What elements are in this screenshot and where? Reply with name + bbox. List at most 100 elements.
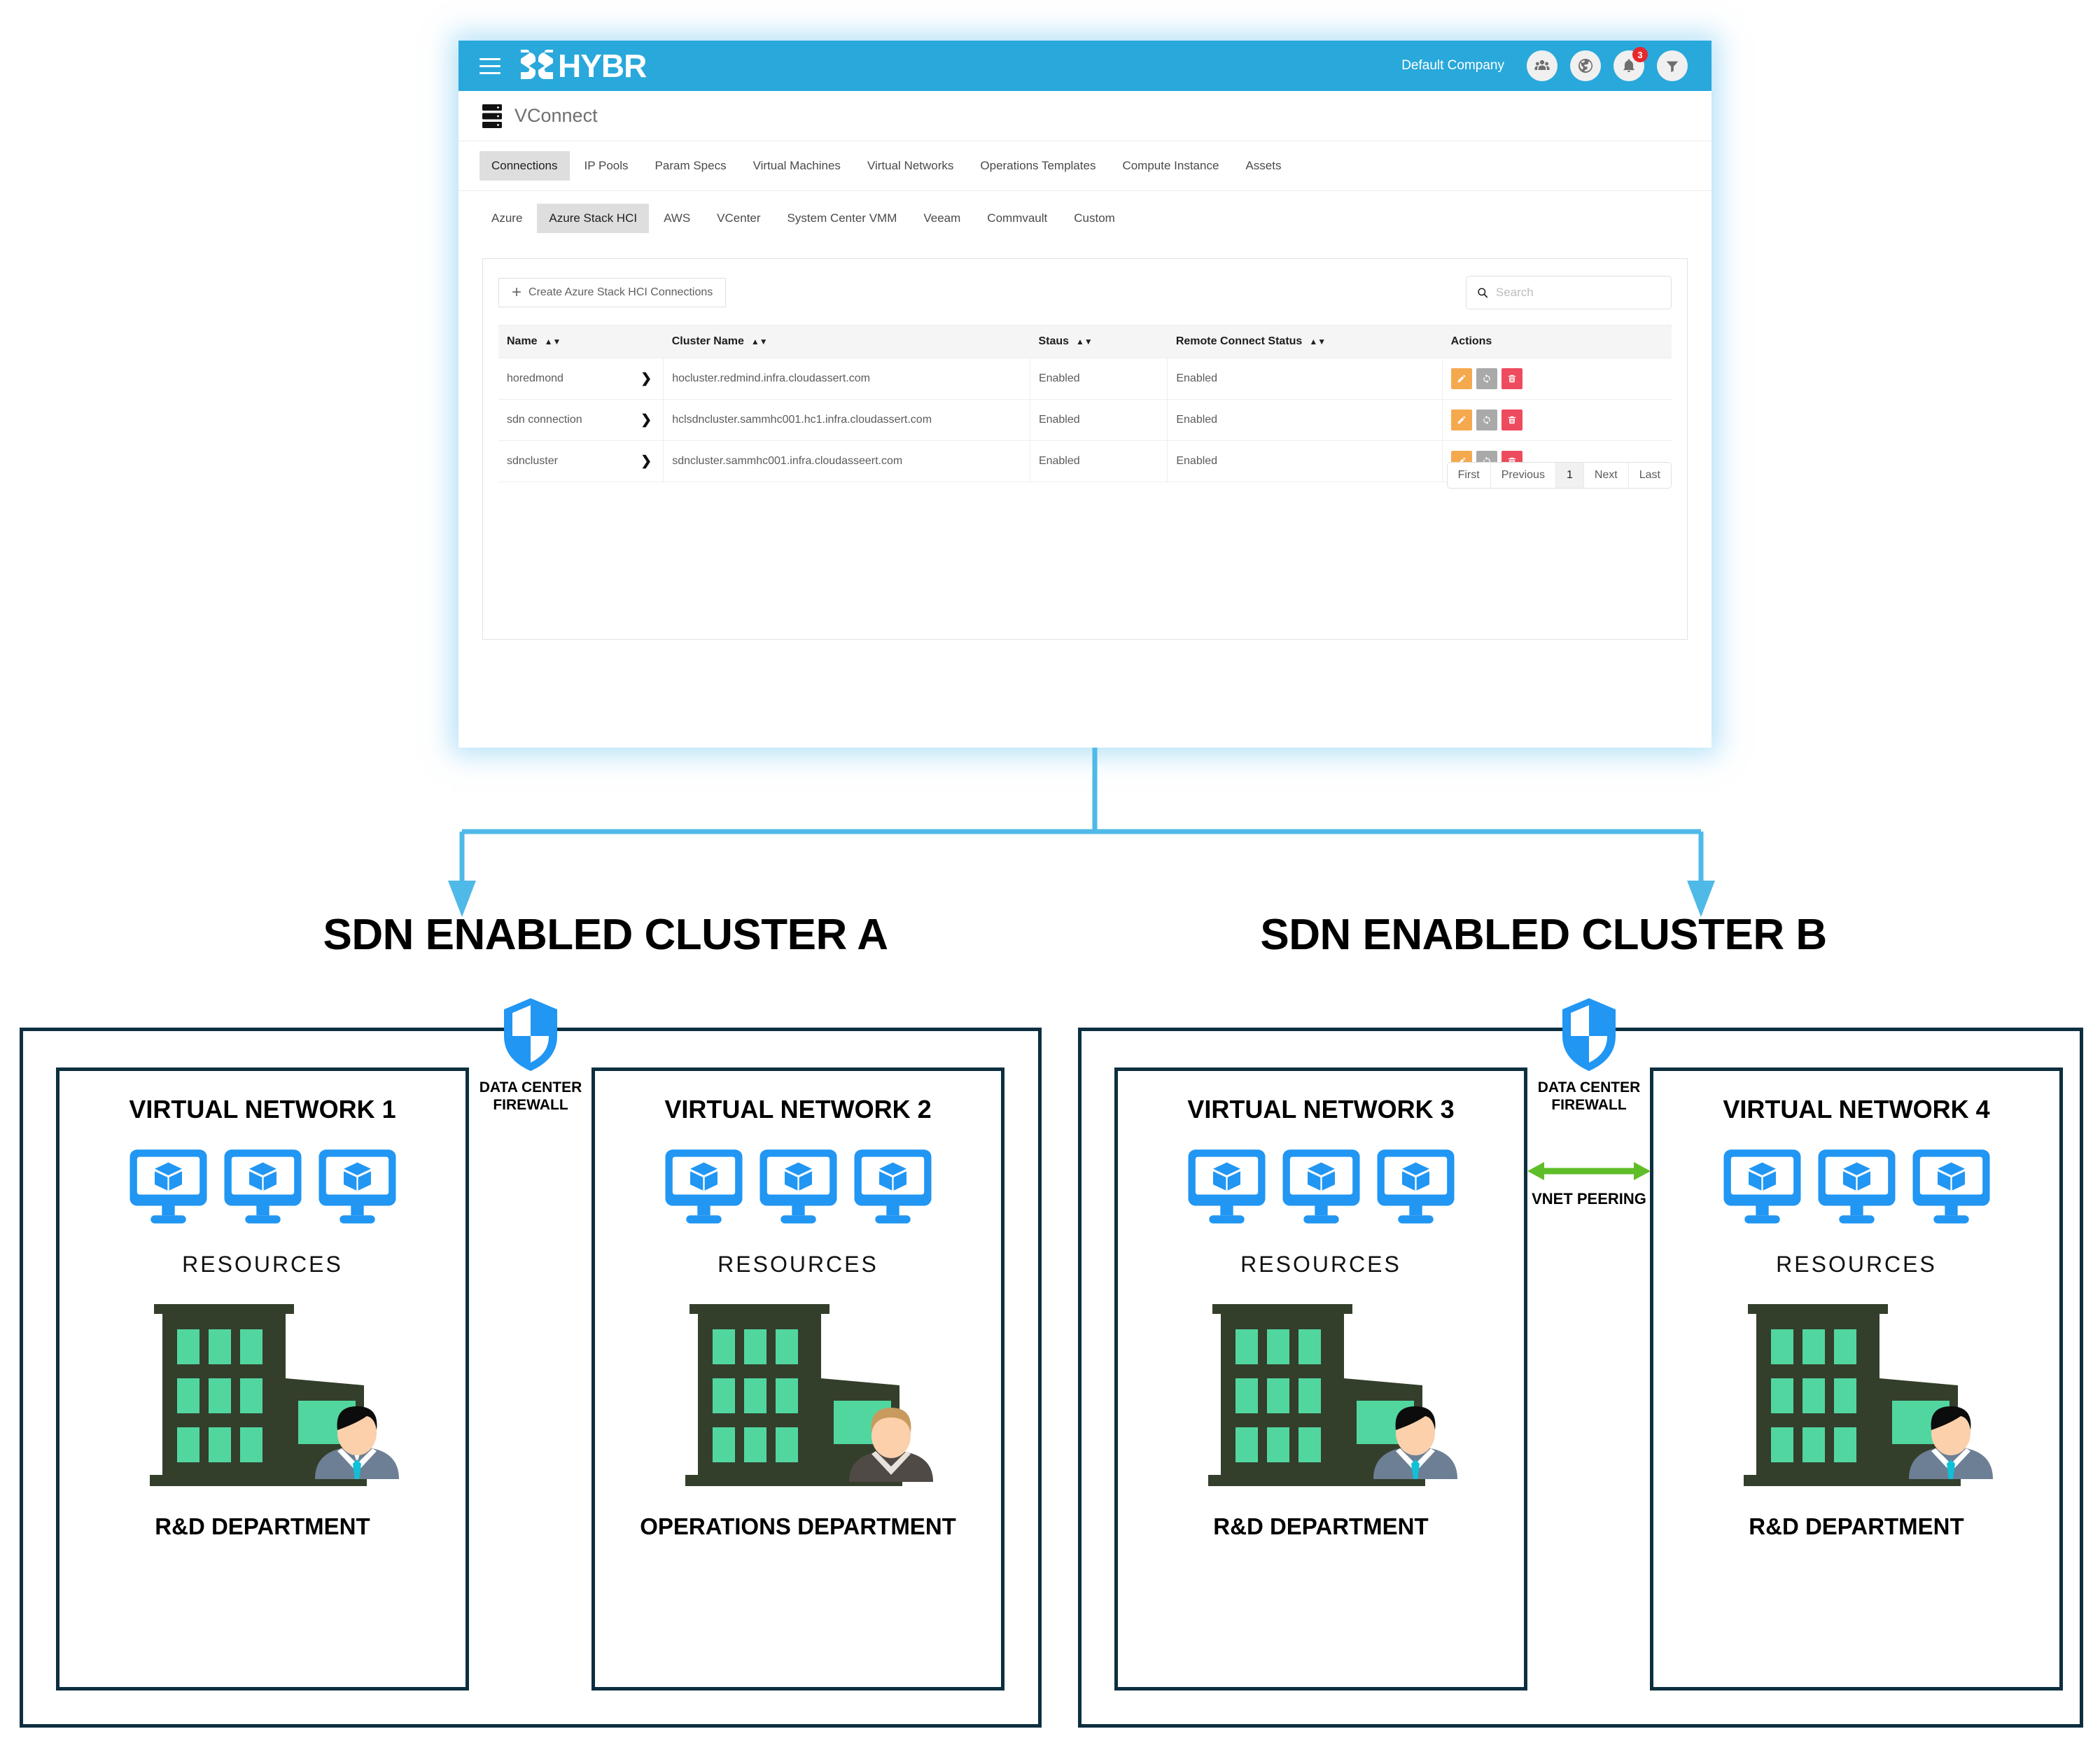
users-group-icon[interactable] (1527, 50, 1558, 81)
vnet-peering-label: VNET PEERING (1532, 1190, 1646, 1208)
chevron-right-icon[interactable]: ❯ (640, 454, 652, 469)
pagination-previous[interactable]: Previous (1490, 463, 1556, 488)
column-header-cluster-name[interactable]: Cluster Name ▲▼ (663, 325, 1030, 358)
edit-icon[interactable] (1451, 368, 1473, 389)
subtab-commvault[interactable]: Commvault (987, 211, 1048, 225)
virtual-machine-icon (1377, 1149, 1454, 1224)
building-illustration (126, 1296, 399, 1509)
cell-status: Enabled (1030, 399, 1168, 441)
tab-connections[interactable]: Connections (479, 151, 570, 181)
column-label-name: Name (507, 335, 538, 347)
subtab-custom[interactable]: Custom (1074, 211, 1115, 225)
building-illustration (1184, 1296, 1457, 1509)
chevron-right-icon[interactable]: ❯ (640, 412, 652, 428)
table-row[interactable]: horedmond ❯ hocluster.redmind.infra.clou… (498, 358, 1672, 400)
hybr-logo-icon (521, 50, 553, 79)
sort-icon[interactable]: ▲▼ (1309, 336, 1326, 346)
brand: HYBR (519, 48, 647, 84)
resources-label: RESOURCES (182, 1252, 343, 1277)
column-header-status[interactable]: Staus▲▼ (1030, 325, 1168, 358)
tab-operations-templates[interactable]: Operations Templates (980, 159, 1096, 172)
subtab-veeam[interactable]: Veeam (923, 211, 961, 225)
page-title-row: VConnect (458, 91, 1712, 141)
virtual-machine-icon (1282, 1149, 1359, 1224)
resources-label: RESOURCES (1240, 1252, 1401, 1277)
connections-table: Name ▲▼ Cluster Name ▲▼ Staus▲▼ Remote Con… (498, 325, 1672, 482)
sort-icon[interactable]: ▲▼ (750, 336, 768, 346)
cell-cluster-name: hocluster.redmind.infra.cloudassert.com (663, 358, 1030, 400)
virtual-machine-icon (760, 1149, 836, 1224)
bell-icon[interactable]: 3 (1614, 47, 1648, 81)
tab-ip-pools[interactable]: IP Pools (584, 159, 629, 172)
tab-param-specs[interactable]: Param Specs (654, 159, 727, 172)
chevron-right-icon[interactable]: ❯ (640, 371, 652, 386)
sort-icon[interactable]: ▲▼ (1076, 336, 1093, 346)
virtual-network-4-title: VIRTUAL NETWORK 4 (1723, 1095, 1990, 1124)
department-label: R&D DEPARTMENT (1749, 1513, 1964, 1539)
vnet-peering-arrow (1527, 1162, 1651, 1180)
virtual-machine-icon (854, 1149, 931, 1224)
row-name-text: sdn connection (507, 414, 582, 426)
delete-icon[interactable] (1502, 368, 1523, 389)
column-header-name[interactable]: Name ▲▼ (498, 325, 664, 358)
search-icon (1478, 288, 1488, 298)
search-input[interactable] (1495, 286, 1661, 300)
virtual-network-4-box: VIRTUAL NETWORK 4 RESOURCES (1650, 1068, 2063, 1690)
company-name: Default Company (1401, 58, 1504, 73)
globe-icon[interactable] (1570, 50, 1601, 81)
person-avatar (849, 1408, 933, 1482)
table-row[interactable]: sdn connection ❯ hclsdncluster.sammhc001… (498, 399, 1672, 441)
virtual-network-1-box: VIRTUAL NETWORK 1 RESOURCES (56, 1068, 469, 1690)
virtual-machine-icon (665, 1149, 742, 1224)
table-header-row: Name ▲▼ Cluster Name ▲▼ Staus▲▼ Remote Con… (498, 325, 1672, 358)
create-connection-button[interactable]: + Create Azure Stack HCI Connections (498, 278, 727, 307)
tab-virtual-networks[interactable]: Virtual Networks (867, 159, 954, 172)
brand-text: HYBR (558, 48, 647, 84)
edit-icon[interactable] (1451, 410, 1473, 430)
virtual-network-2-title: VIRTUAL NETWORK 2 (664, 1095, 932, 1124)
table-toolbar: + Create Azure Stack HCI Connections (498, 276, 1672, 309)
firewall-label-line2: FIREWALL (1551, 1097, 1627, 1113)
subtab-vcenter[interactable]: VCenter (717, 211, 761, 225)
pagination: First Previous 1 Next Last (1446, 462, 1672, 489)
tab-assets[interactable]: Assets (1245, 159, 1282, 172)
cluster-b-title: SDN ENABLED CLUSTER B (1260, 911, 1827, 959)
create-connection-label: Create Azure Stack HCI Connections (528, 286, 713, 298)
subtab-aws[interactable]: AWS (664, 211, 691, 225)
pagination-page-1[interactable]: 1 (1555, 463, 1584, 488)
cell-actions (1442, 399, 1672, 441)
search-box[interactable] (1466, 276, 1672, 309)
cell-name: sdn connection ❯ (498, 399, 664, 441)
virtual-machine-icon (1818, 1149, 1895, 1224)
primary-tabs: Connections IP Pools Param Specs Virtual… (458, 141, 1712, 191)
virtual-machine-icon (224, 1149, 301, 1224)
firewall-label-line2: FIREWALL (493, 1097, 568, 1113)
server-rack-icon (482, 104, 502, 128)
virtual-network-3-box: VIRTUAL NETWORK 3 RESOURCES (1114, 1068, 1527, 1690)
department-label: R&D DEPARTMENT (1213, 1513, 1429, 1539)
person-avatar (1373, 1406, 1457, 1479)
column-header-remote-connect-status[interactable]: Remote Connect Status▲▼ (1167, 325, 1443, 358)
virtual-network-2-box: VIRTUAL NETWORK 2 RESOURCES (592, 1068, 1004, 1690)
sync-icon[interactable] (1476, 410, 1498, 430)
cell-status: Enabled (1030, 440, 1168, 482)
pagination-first[interactable]: First (1447, 463, 1491, 488)
header-actions: Default Company 3 (1401, 47, 1688, 81)
subtab-azure-stack-hci[interactable]: Azure Stack HCI (537, 204, 650, 233)
sort-icon[interactable]: ▲▼ (544, 336, 561, 346)
pagination-last[interactable]: Last (1628, 463, 1671, 488)
tab-compute-instance[interactable]: Compute Instance (1122, 159, 1219, 172)
department-label: OPERATIONS DEPARTMENT (640, 1513, 956, 1539)
vm-row (1722, 1148, 1991, 1225)
pagination-next[interactable]: Next (1583, 463, 1629, 488)
column-label-cluster-name: Cluster Name (671, 335, 744, 347)
filter-icon[interactable] (1657, 50, 1688, 81)
sync-icon[interactable] (1476, 368, 1498, 389)
hamburger-menu-icon[interactable] (479, 57, 503, 74)
delete-icon[interactable] (1502, 410, 1523, 430)
subtab-system-center-vmm[interactable]: System Center VMM (787, 211, 897, 225)
tab-virtual-machines[interactable]: Virtual Machines (752, 159, 841, 172)
subtab-azure[interactable]: Azure (491, 211, 523, 225)
table-row[interactable]: sdncluster ❯ sdncluster.sammhc001.infra.… (498, 440, 1672, 482)
